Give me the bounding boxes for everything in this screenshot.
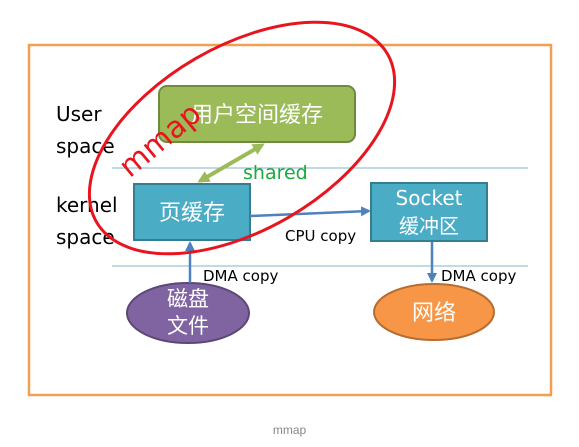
kernel-space-label-line1: kernel: [56, 193, 118, 217]
dma-copy-disk-label: DMA copy: [203, 267, 278, 285]
mmap-ellipse: [87, 20, 397, 256]
shared-arrow: [197, 143, 265, 183]
dma-copy-net-label: DMA copy: [441, 267, 516, 285]
network-node: [373, 283, 495, 341]
disk-file-label-line2: 文件: [167, 314, 209, 338]
cpu-copy-arrow: [249, 206, 371, 218]
user-space-label-line2: space: [56, 134, 115, 158]
page-cache-label: 页缓存: [159, 201, 225, 226]
figure-caption: mmap: [272, 423, 307, 437]
socket-buffer-label-line1: Socket: [396, 186, 463, 210]
socket-buffer-label-line2: 缓冲区: [399, 214, 459, 238]
user-buffer-box: [158, 85, 356, 143]
cpu-copy-label: CPU copy: [285, 227, 356, 245]
shared-label: shared: [243, 162, 308, 184]
user-buffer-label: 用户空间缓存: [191, 103, 323, 128]
disk-file-node: [126, 282, 250, 344]
socket-buffer-box: [370, 182, 488, 242]
user-space-label-line1: User: [56, 102, 102, 126]
kernel-space-label-line2: space: [56, 225, 115, 249]
disk-file-label-line1: 磁盘: [167, 287, 209, 311]
network-label: 网络: [412, 301, 456, 326]
page-cache-box: [133, 183, 251, 241]
